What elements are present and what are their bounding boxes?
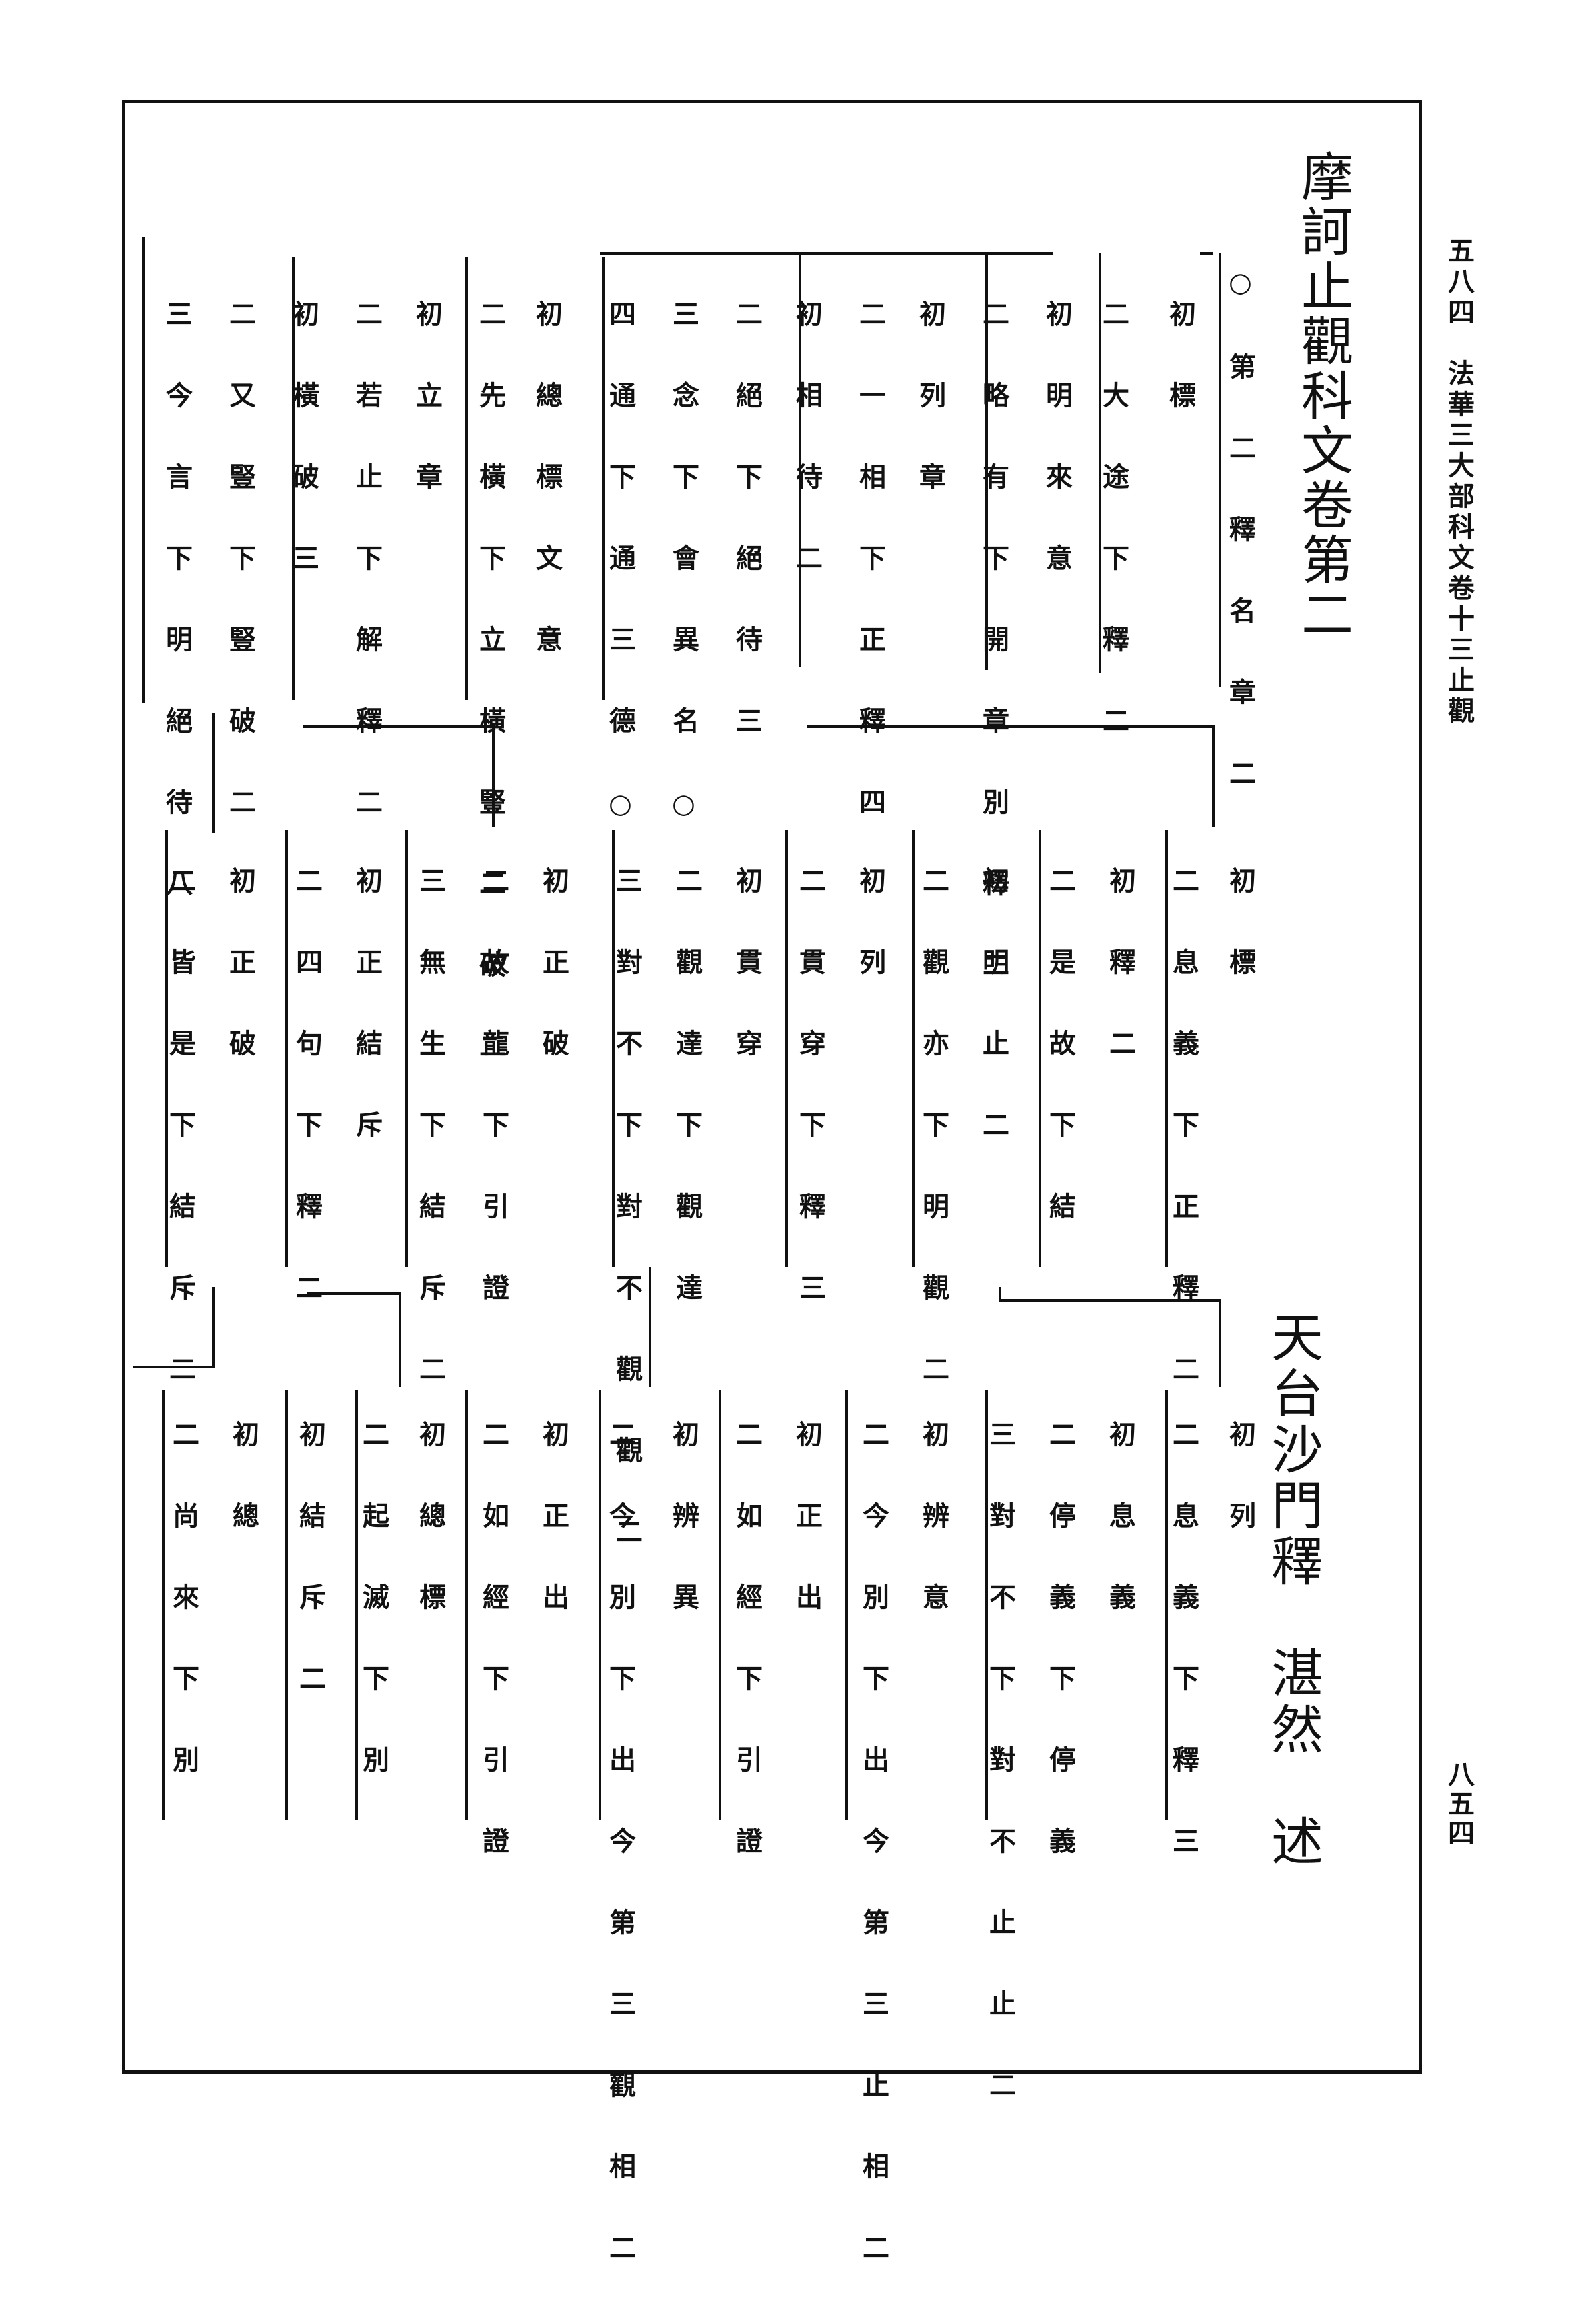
tree-node: 二貫穿下釋三 bbox=[795, 867, 826, 1355]
tree-node: 初相待二 bbox=[791, 300, 823, 625]
tree-node: 二大途下釋二 bbox=[1098, 300, 1129, 788]
tree-node: 三對不下對不觀觀二 bbox=[611, 867, 643, 1599]
tree-node: 二略有下開章別釋二 bbox=[978, 300, 1009, 1032]
running-header: 五八四 法華三大部科文卷十三止觀 bbox=[1443, 237, 1475, 727]
tree-node: 初橫破三 bbox=[288, 300, 319, 625]
tree-node: 初立章 bbox=[411, 300, 443, 544]
tree-node: 初標 bbox=[1225, 867, 1256, 1029]
page-number: 八五四 bbox=[1443, 1760, 1475, 1848]
author-line: 天台沙門釋 湛然 述 bbox=[1263, 1310, 1323, 1870]
tree-node: 初正破 bbox=[225, 867, 256, 1111]
tree-node: 初釋二 bbox=[1105, 867, 1136, 1111]
tree-node: 二尚來下別 bbox=[168, 1420, 199, 1827]
tree-node: 二四句下釋二 bbox=[291, 867, 323, 1355]
tree-node: 初正出 bbox=[791, 1420, 823, 1664]
tree-node: 二故龍下引證 bbox=[478, 867, 509, 1355]
tree-node: 初正結斥 bbox=[351, 867, 383, 1192]
tree-node: 二如經下引證 bbox=[478, 1420, 509, 1908]
tree-node: 二皆是下結斥二 bbox=[165, 867, 196, 1436]
tree-node: 初息義 bbox=[1105, 1420, 1136, 1664]
tree-node: 二停義下停義 bbox=[1045, 1420, 1076, 1908]
tree-node: 二起滅下別 bbox=[358, 1420, 389, 1827]
tree-node: 初辨意 bbox=[918, 1420, 949, 1664]
tree-node: 二今別下出今第三觀相二 bbox=[605, 1420, 636, 2315]
tree-node: 三今言下明絕待八 bbox=[161, 300, 193, 951]
tree-node: 三對不下對不止止二 bbox=[985, 1420, 1016, 2152]
tree-node: 初結斥二 bbox=[295, 1420, 326, 1746]
tree-node: 初總 bbox=[228, 1420, 259, 1583]
tree-node: 二息義下釋三 bbox=[1168, 1420, 1199, 1908]
tree-node: 二息義下正釋二 bbox=[1168, 867, 1199, 1436]
tree-connectors bbox=[133, 237, 1221, 1820]
tree-node: 二觀亦下明觀二 bbox=[918, 867, 949, 1436]
tree-node: 二先橫下立橫豎二破二 bbox=[475, 300, 506, 1113]
tree-node: 初列 bbox=[855, 867, 886, 1029]
tree-node: 初明來意 bbox=[1041, 300, 1073, 625]
tree-node: 初列章 bbox=[915, 300, 946, 544]
page-frame bbox=[122, 100, 1422, 2074]
tree-node: 初正破 bbox=[538, 867, 569, 1111]
tree-node: 三念下會異名○ bbox=[668, 300, 699, 874]
tree-node: 初貫穿 bbox=[731, 867, 763, 1111]
tree-node: 三無生下結斥二 bbox=[415, 867, 446, 1436]
tree-node: 二今別下出今第三止相二 bbox=[858, 1420, 889, 2315]
document-title: 摩訶止觀科文卷第二 bbox=[1293, 150, 1353, 642]
tree-node: 四通下通三德○ bbox=[605, 300, 636, 874]
tree-node: 二觀達下觀達 bbox=[671, 867, 703, 1355]
tree-node: 初標 bbox=[1165, 300, 1196, 463]
tree-node: 初列 bbox=[1225, 1420, 1256, 1583]
tree-node: 二是故下結 bbox=[1045, 867, 1076, 1274]
tree-node: 二一相下正釋四 bbox=[855, 300, 886, 869]
tree-node: 二如經下引證 bbox=[731, 1420, 763, 1908]
tree-node: 初明止二 bbox=[978, 867, 1009, 1192]
tree-node: 二又豎下豎破二 bbox=[225, 300, 256, 869]
tree-node: 初總標 bbox=[415, 1420, 446, 1664]
tree-node: 初辨異 bbox=[668, 1420, 699, 1664]
tree-node: 二若止下解釋二 bbox=[351, 300, 383, 869]
tree-node: ○第二釋名章二 bbox=[1225, 267, 1256, 841]
tree-node: 二絕下絕待三 bbox=[731, 300, 763, 788]
tree-node: 初總標文意 bbox=[531, 300, 563, 707]
tree-node: 初正出 bbox=[538, 1420, 569, 1664]
